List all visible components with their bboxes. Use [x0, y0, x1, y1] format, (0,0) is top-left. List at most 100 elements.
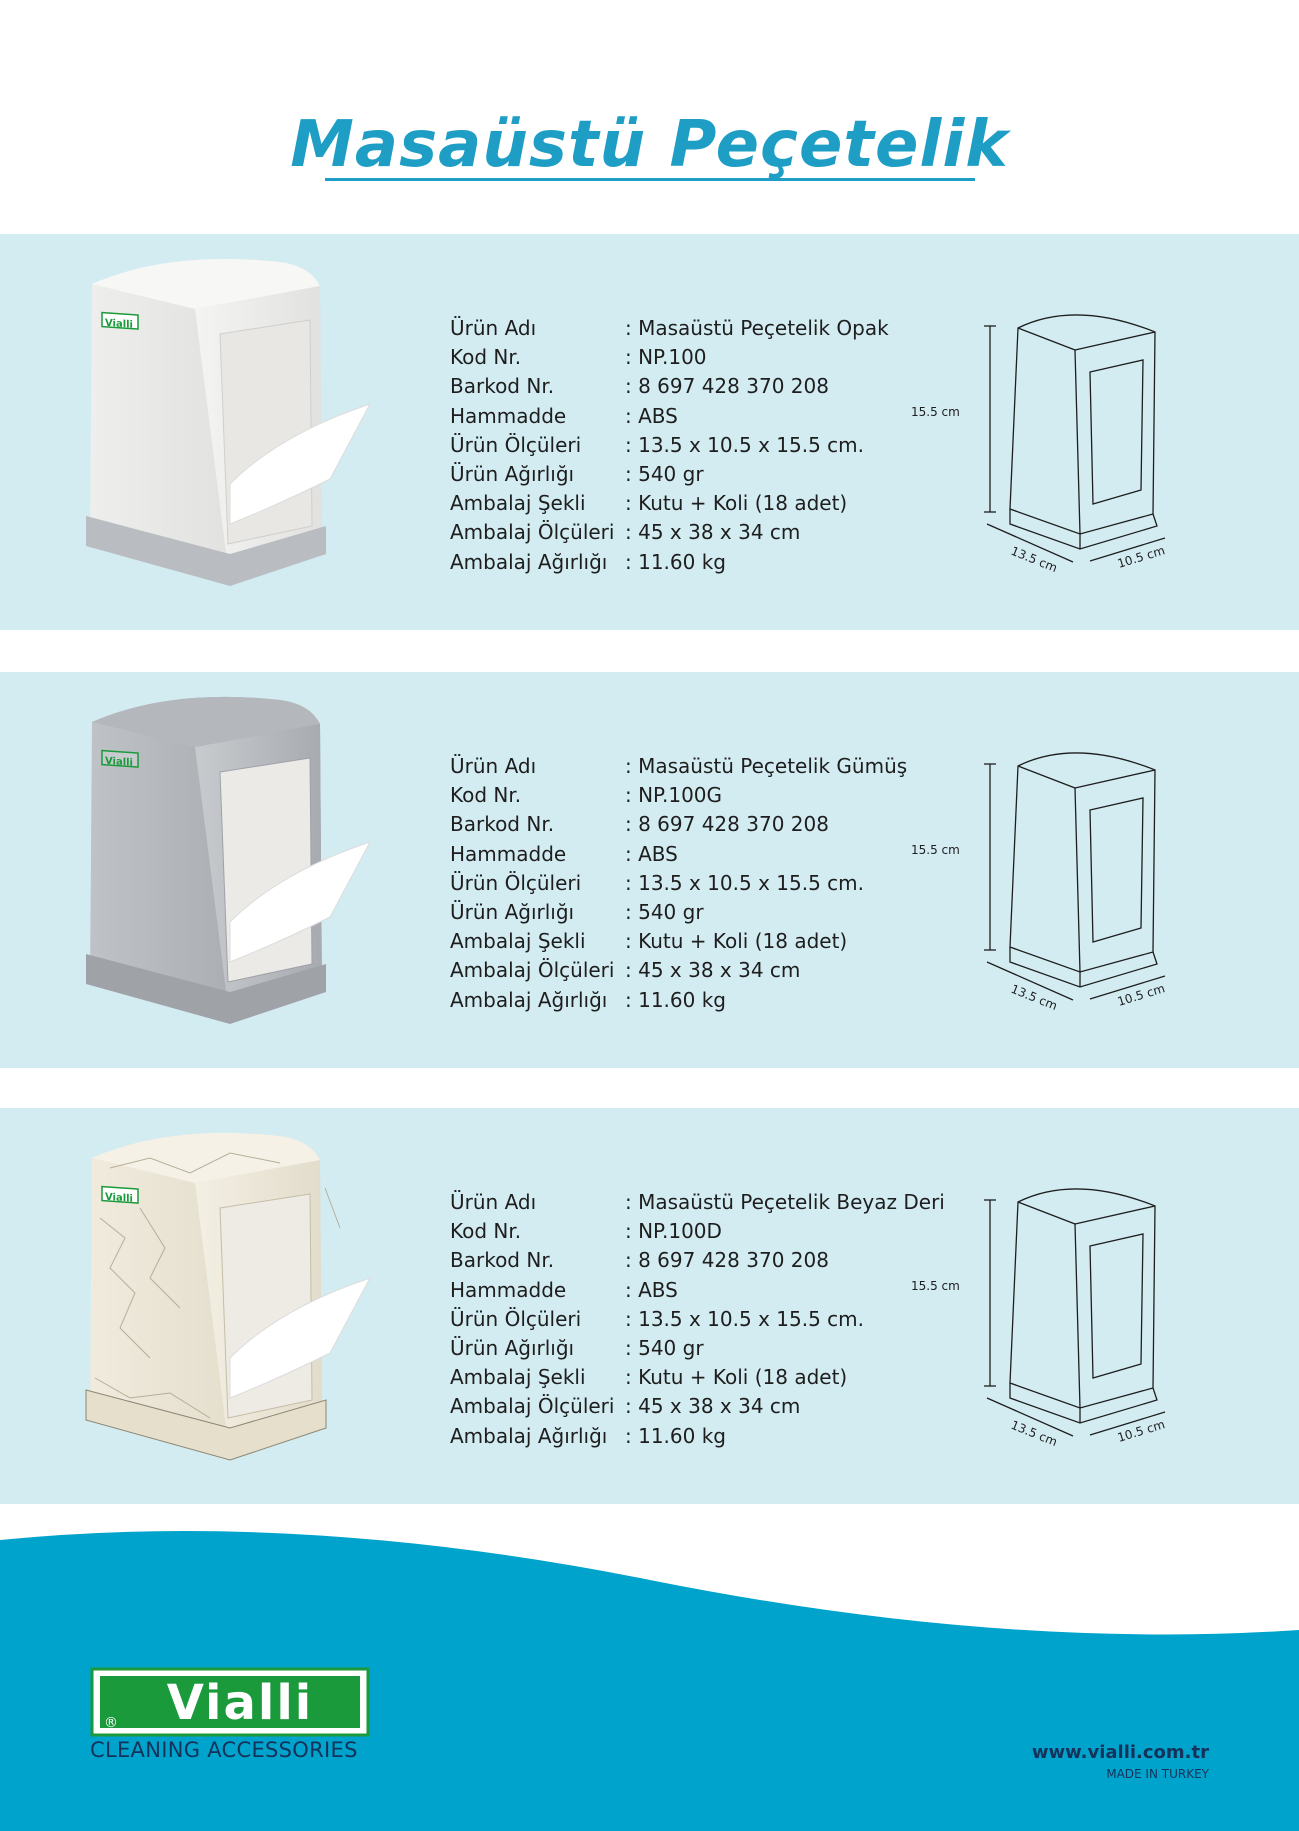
spec-value: : NP.100G: [625, 783, 723, 808]
product-brand-label: Vialli: [105, 756, 133, 769]
brand-tagline: CLEANING ACCESSORIES: [90, 1738, 358, 1762]
made-in-label: MADE IN TURKEY: [1106, 1767, 1209, 1781]
spec-value: : NP.100D: [625, 1219, 722, 1244]
product-section-silver: Vialli Ürün Adı : Masaüstü Peçetelik Gümü…: [0, 672, 1299, 1068]
spec-value: : Kutu + Koli (18 adet): [625, 1365, 848, 1390]
spec-value: : 13.5 x 10.5 x 15.5 cm.: [625, 1306, 864, 1331]
spec-row-weight: Ürün Ağırlığı : 540 gr: [450, 460, 970, 489]
spec-label: Hammadde: [450, 1277, 567, 1302]
spec-label: Ambalaj Ölçüleri: [450, 958, 615, 983]
spec-value: : 45 x 38 x 34 cm: [625, 520, 801, 545]
product-section-opaque: Vialli Ürün Adı: Masaüstü Peçetelik Opak…: [0, 234, 1299, 630]
spec-label: Ambalaj Ölçüleri: [450, 1394, 615, 1419]
spec-value: : ABS: [625, 841, 678, 866]
brand-logo: Vialli ®: [90, 1667, 370, 1737]
registered-mark: ®: [104, 1715, 118, 1731]
height-label: 15.5 cm: [911, 1279, 960, 1293]
spec-value: : 45 x 38 x 34 cm: [625, 1394, 801, 1419]
spec-label: Ambalaj Şekli: [450, 491, 586, 516]
footer-wave: [0, 1523, 1299, 1831]
spec-row-packaging: Ambalaj Şekli : Kutu + Koli (18 adet): [450, 927, 970, 956]
spec-value: : 540 gr: [625, 899, 704, 924]
spec-row-packaging: Ambalaj Şekli : Kutu + Koli (18 adet): [450, 1363, 970, 1392]
spec-value: : 8 697 428 370 208: [625, 812, 829, 837]
spec-label: Ambalaj Şekli: [450, 1365, 586, 1390]
dimension-drawing: 15.5 cm 13.5 cm 10.5 cm: [911, 752, 1167, 1013]
depth-label: 10.5 cm: [1116, 1417, 1167, 1445]
spec-row-code: Kod Nr. : NP.100D: [450, 1217, 970, 1246]
spec-row-name: Ürün Adı : Masaüstü Peçetelik Beyaz Deri: [450, 1188, 970, 1217]
spec-label: Ürün Adı: [450, 1190, 537, 1214]
spec-value: : 540 gr: [625, 1335, 704, 1360]
brand-logo-text: Vialli: [167, 1675, 314, 1731]
dimension-drawing: 15.5 cm 13.5 cm 10.5 cm: [911, 314, 1167, 575]
spec-row-material: Hammadde : ABS: [450, 1276, 970, 1305]
spec-row-package-weight: Ambalaj Ağırlığı : 11.60 kg: [450, 1422, 970, 1451]
width-label: 13.5 cm: [1009, 1418, 1060, 1449]
width-label: 13.5 cm: [1009, 982, 1060, 1013]
spec-label: Ambalaj Ölçüleri: [450, 520, 615, 545]
spec-label: Hammadde: [450, 841, 567, 866]
spec-row-dimensions: Ürün Ölçüleri : 13.5 x 10.5 x 15.5 cm.: [450, 431, 970, 460]
spec-row-barcode: Barkod Nr.: 8 697 428 370 208: [450, 372, 970, 401]
spec-list: Ürün Adı: Masaüstü Peçetelik Beyaz Deri …: [450, 1188, 970, 1451]
spec-value: : 13.5 x 10.5 x 15.5 cm.: [625, 870, 864, 895]
spec-value: : Kutu + Koli (18 adet): [625, 491, 848, 516]
product-section-white-leather: Vialli Ürün Adı : Masaüstü Peçetelik Beya…: [0, 1108, 1299, 1504]
spec-value: : 11.60 kg: [625, 987, 726, 1012]
spec-label: Ürün Ölçüleri: [450, 870, 582, 895]
spec-value: : 13.5 x 10.5 x 15.5 cm.: [625, 432, 864, 457]
spec-label: Ambalaj Ağırlığı: [450, 987, 608, 1012]
spec-label: Ambalaj Şekli: [450, 929, 586, 954]
website-link[interactable]: www.vialli.com.tr: [1031, 1742, 1209, 1763]
spec-label: Ambalaj Ağırlığı: [450, 1423, 608, 1448]
title-underline: [325, 178, 975, 181]
spec-value: : Masaüstü Peçetelik Beyaz Deri: [625, 1190, 945, 1214]
spec-value: : ABS: [625, 1277, 678, 1302]
spec-row-name: Ürün Adı : Masaüstü Peçetelik Gümüş: [450, 752, 970, 781]
spec-value: : NP.100: [625, 345, 707, 370]
spec-row-barcode: Barkod Nr. : 8 697 428 370 208: [450, 1246, 970, 1275]
spec-row-code: Kod Nr.: NP.100G: [450, 781, 970, 810]
height-label: 15.5 cm: [911, 843, 960, 857]
spec-row-barcode: Barkod Nr. : 8 697 428 370 208: [450, 810, 970, 839]
spec-row-weight: Ürün Ağırlığı : 540 gr: [450, 898, 970, 927]
spec-label: Ürün Adı: [450, 754, 537, 778]
spec-label: Barkod Nr.: [450, 374, 555, 399]
spec-label: Ürün Ağırlığı: [450, 899, 575, 924]
spec-row-dimensions: Ürün Ölçüleri : 13.5 x 10.5 x 15.5 cm.: [450, 869, 970, 898]
spec-row-weight: Ürün Ağırlığı : 540 gr: [450, 1334, 970, 1363]
spec-list: Ürün Adı : Masaüstü Peçetelik Gümüş Kod N…: [450, 752, 970, 1015]
depth-label: 10.5 cm: [1116, 543, 1167, 571]
spec-row-package-weight: Ambalaj Ağırlığı: 11.60 kg: [450, 548, 970, 577]
product-photo-silver: Vialli: [86, 696, 372, 1024]
spec-value: : Masaüstü Peçetelik Opak: [625, 316, 889, 340]
spec-label: Barkod Nr.: [450, 1248, 555, 1273]
product-photo-white-leather: Vialli: [85, 1132, 372, 1461]
product-brand-label: Vialli: [105, 1192, 133, 1205]
spec-row-material: Hammadde : ABS: [450, 840, 970, 869]
spec-value: : 11.60 kg: [625, 549, 726, 574]
spec-value: : Kutu + Koli (18 adet): [625, 929, 848, 954]
page-title: Masaüstü Peçetelik: [290, 108, 1009, 182]
spec-row-packaging: Ambalaj Şekli : Kutu + Koli (18 adet): [450, 489, 970, 518]
spec-label: Ürün Ölçüleri: [450, 432, 582, 457]
spec-value: : 11.60 kg: [625, 1423, 726, 1448]
spec-row-package-dimensions: Ambalaj Ölçüleri : 45 x 38 x 34 cm: [450, 518, 970, 547]
product-brand-label: Vialli: [105, 318, 133, 331]
spec-row-package-dimensions: Ambalaj Ölçüleri: 45 x 38 x 34 cm: [450, 956, 970, 985]
spec-value: : ABS: [625, 403, 678, 428]
spec-label: Ürün Ağırlığı: [450, 461, 575, 486]
spec-value: : 8 697 428 370 208: [625, 1248, 829, 1273]
spec-label: Ürün Ağırlığı: [450, 1335, 575, 1360]
spec-row-material: Hammadde: ABS: [450, 402, 970, 431]
spec-list: Ürün Adı: Masaüstü Peçetelik Opak Kod Nr…: [450, 314, 970, 577]
spec-row-package-weight: Ambalaj Ağırlığı : 11.60 kg: [450, 986, 970, 1015]
spec-label: Barkod Nr.: [450, 812, 555, 837]
spec-label: Kod Nr.: [450, 1219, 522, 1244]
spec-value: : Masaüstü Peçetelik Gümüş: [625, 754, 908, 778]
spec-label: Kod Nr.: [450, 345, 522, 370]
spec-row-code: Kod Nr. : NP.100: [450, 343, 970, 372]
width-label: 13.5 cm: [1009, 544, 1060, 575]
spec-value: : 540 gr: [625, 461, 704, 486]
